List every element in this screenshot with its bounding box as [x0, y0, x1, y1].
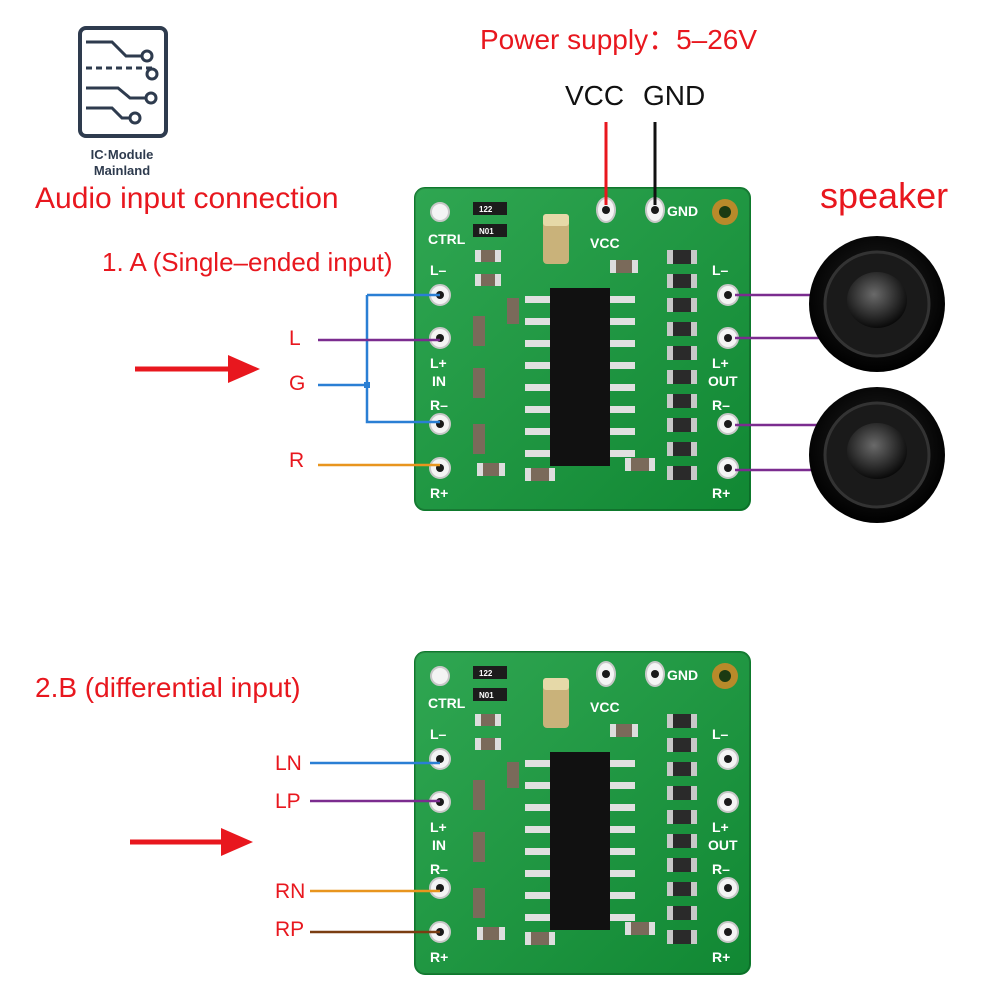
silk-r-plus-out: R+	[712, 949, 730, 965]
circuit-logo-icon	[78, 26, 168, 138]
pin-label-ln: LN	[275, 752, 302, 775]
gnd-label: GND	[643, 80, 706, 111]
silk-r-plus: R+	[430, 949, 448, 965]
silk-l-minus: L–	[430, 262, 447, 278]
silk-l-plus-out: L+	[712, 819, 729, 835]
logo: IC·Module Mainland	[72, 22, 172, 182]
audio-input-heading: Audio input connection	[35, 182, 339, 215]
pin-label-lp: LP	[275, 790, 301, 813]
pin-label-g: G	[289, 372, 306, 395]
silk-vcc: VCC	[590, 699, 620, 715]
silk-r-minus: R–	[430, 861, 448, 877]
silk-r-minus: R–	[430, 397, 448, 413]
silk-out: OUT	[708, 373, 738, 389]
vcc-label: VCC	[565, 80, 625, 111]
silk-vcc: VCC	[590, 235, 620, 251]
silk-gnd: GND	[667, 667, 698, 683]
silk-l-plus-out: L+	[712, 355, 729, 371]
silk-ctrl: CTRL	[428, 695, 466, 711]
silk-l-minus-out: L–	[712, 262, 729, 278]
pin-label-rn: RN	[275, 880, 306, 903]
silk-in: IN	[432, 837, 446, 853]
part-122: 122	[479, 669, 493, 678]
single-ended-subheading: 1. A (Single–ended input)	[102, 247, 393, 277]
speaker-label: speaker	[820, 175, 949, 216]
silk-l-plus: L+	[430, 819, 447, 835]
silk-r-minus-out: R–	[712, 397, 730, 413]
logo-line1: IC·Module	[90, 147, 154, 162]
arrow-right-icon	[135, 355, 260, 383]
silk-r-plus-out: R+	[712, 485, 730, 501]
speaker-icon	[809, 387, 945, 523]
differential-heading: 2.B (differential input)	[35, 672, 301, 703]
part-n01: N01	[479, 691, 494, 700]
silk-gnd: GND	[667, 203, 698, 219]
part-n01: N01	[479, 227, 494, 236]
speaker-icon	[809, 236, 945, 372]
arrow-right-icon	[130, 828, 253, 856]
silk-r-minus-out: R–	[712, 861, 730, 877]
pin-label-rp: RP	[275, 918, 305, 941]
silk-l-minus: L–	[430, 726, 447, 742]
pin-label-r: R	[289, 449, 305, 472]
power-supply-title: Power supply：5–26V	[480, 24, 758, 55]
silk-l-plus: L+	[430, 355, 447, 371]
silk-in: IN	[432, 373, 446, 389]
part-122: 122	[479, 205, 493, 214]
silk-l-minus-out: L–	[712, 726, 729, 742]
silk-r-plus: R+	[430, 485, 448, 501]
silk-ctrl: CTRL	[428, 231, 466, 247]
pin-label-l: L	[289, 327, 301, 350]
silk-out: OUT	[708, 837, 738, 853]
logo-line2: Mainland	[93, 163, 151, 178]
